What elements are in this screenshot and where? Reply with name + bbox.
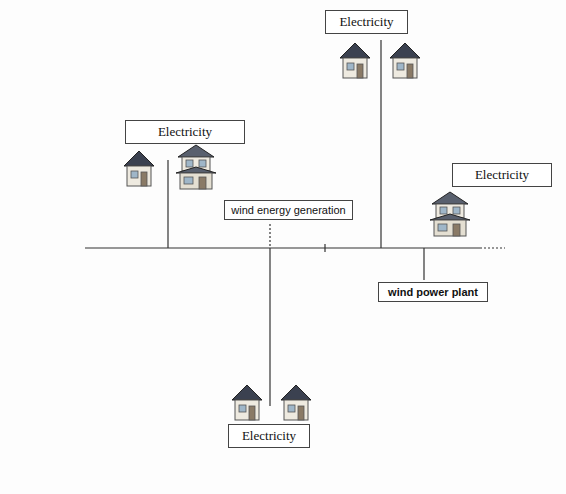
house-icon bbox=[390, 43, 420, 78]
plant-box: wind power plant bbox=[378, 282, 488, 302]
tick-mark bbox=[324, 244, 325, 252]
label-text: Electricity bbox=[339, 14, 393, 30]
house-icon bbox=[430, 192, 470, 236]
house-icon bbox=[124, 151, 154, 186]
house-icon bbox=[340, 43, 370, 78]
feed-line-dotted bbox=[269, 224, 270, 248]
label-box: Electricity bbox=[228, 424, 310, 448]
branch-line bbox=[167, 160, 168, 248]
label-text: wind power plant bbox=[388, 285, 478, 299]
label-text: wind energy generation bbox=[231, 203, 345, 217]
power-lines bbox=[85, 40, 505, 406]
label-box: Electricity bbox=[125, 120, 245, 144]
label-text: Electricity bbox=[242, 428, 296, 444]
branch-line bbox=[380, 40, 381, 248]
branch-line bbox=[269, 248, 270, 406]
label-text: Electricity bbox=[475, 167, 529, 183]
main-line-dotted bbox=[480, 247, 505, 248]
main-line bbox=[85, 247, 480, 248]
branch-line bbox=[423, 248, 424, 280]
label-text: Electricity bbox=[158, 124, 212, 140]
source-box: wind energy generation bbox=[224, 200, 353, 220]
house-icon bbox=[232, 385, 262, 420]
label-box: Electricity bbox=[452, 163, 552, 187]
house-icon bbox=[281, 385, 311, 420]
house-icon bbox=[176, 145, 216, 189]
label-box: Electricity bbox=[325, 10, 408, 34]
